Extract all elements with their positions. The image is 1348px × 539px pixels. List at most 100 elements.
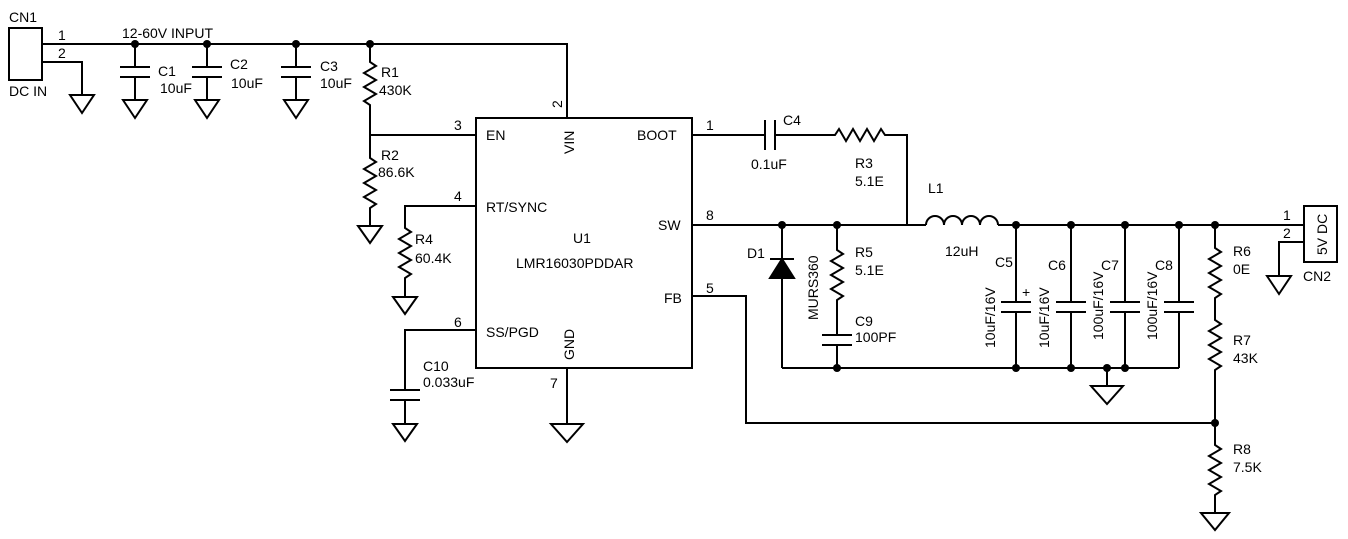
pin-ss-name: SS/PGD [486,324,539,340]
r7-ref: R7 [1233,332,1251,348]
ground-symbol [548,423,586,444]
c6-value: 10uF/16V [1036,287,1052,348]
capacitor-c1: C1 10uF [120,44,192,120]
c2-value: 10uF [231,75,263,91]
cn2-pin2-wire [1278,241,1304,276]
feedback-divider: R6 0E R7 43K R8 7.5K [692,225,1262,532]
ground-symbol [391,296,419,316]
divider-symbol [1207,225,1223,513]
pin-boot-name: BOOT [637,127,677,143]
pin-en-num: 3 [454,117,462,133]
cn1-body [8,27,43,81]
cn1-pin2-wire [42,61,83,95]
r8-ref: R8 [1233,441,1251,457]
connector-cn2: 5V DC 1 2 CN2 [1265,205,1338,296]
ground-symbol [68,94,96,115]
cn1-ref: CN1 [9,9,37,25]
pin-boot-num: 1 [706,117,714,133]
capacitor-c7-symbol [1110,225,1140,368]
vin-wire [42,43,568,118]
diode-d1: D1 MURS360 [747,225,821,368]
input-rail: 12-60V INPUT [42,25,568,118]
pin-fb-num: 5 [706,280,714,296]
r5-ref: R5 [855,244,873,260]
c8-ref: C8 [1155,257,1173,273]
c9-ref: C9 [855,313,873,329]
c3-value: 10uF [320,75,352,91]
pin-rt-name: RT/SYNC [486,199,547,215]
r5-value: 5.1E [855,262,884,278]
capacitor-c8-symbol [1164,225,1194,368]
boot-network: C4 0.1uF R3 5.1E [692,112,908,225]
ic-u1: EN 3 RT/SYNC 4 SS/PGD 6 BOOT 1 SW 8 FB 5… [454,100,714,444]
connector-cn1: CN1 DC IN 1 2 [8,9,96,115]
ground-symbol [1198,512,1232,532]
boot-wire [692,120,908,225]
r6-ref: R6 [1233,243,1251,259]
c5-polarity: + [1022,284,1030,300]
c5-ref: C5 [995,254,1013,270]
ground-symbol [391,423,419,443]
capacitor-c2: C2 10uF [192,44,263,120]
ground-rail-wire [782,367,1179,386]
resistor-r4: R4 60.4K [391,205,476,316]
l1-ref: L1 [928,180,944,196]
ic-body [475,117,693,369]
r2-value: 86.6K [378,164,415,180]
r7-value: 43K [1233,350,1259,366]
c1-ref: C1 [158,63,176,79]
capacitor-c5-symbol [1001,225,1031,368]
capacitor-symbol [192,44,222,100]
c6-ref: C6 [1048,257,1066,273]
diode-cathode-bar [770,225,794,260]
ic-ref: U1 [573,230,591,246]
fb-wire [692,295,1215,424]
pin-gnd-name: GND [561,329,577,360]
capacitor-symbol [390,329,476,424]
ground-symbol [1088,385,1126,406]
ic-part-number: LMR16030PDDAR [516,255,634,271]
r3-value: 5.1E [855,173,884,189]
junction-dot [1103,364,1111,372]
pin-gnd-num: 7 [550,375,558,391]
output-capacitors: + C5 10uF/16V C6 10uF/16V C7 100uF/16V C… [982,225,1194,368]
ground-rail [782,364,1179,406]
junction-dot [833,364,841,372]
r6-value: 0E [1233,261,1250,277]
l1-value: 12uH [945,243,978,259]
c3-ref: C3 [320,58,338,74]
diode-symbol [768,257,796,279]
pin-ss-num: 6 [454,314,462,330]
c8-value: 100uF/16V [1144,271,1160,340]
c7-ref: C7 [1101,257,1119,273]
ground-symbol [193,99,221,120]
r1-value: 430K [379,82,412,98]
r8-value: 7.5K [1233,459,1262,475]
c10-ref: C10 [423,358,449,374]
cn1-pin2: 2 [58,45,66,61]
pin-vin-num: 2 [549,100,565,108]
c4-value: 0.1uF [751,156,787,172]
pin-sw-name: SW [658,217,681,233]
capacitor-c6-symbol [1056,225,1086,368]
ground-symbol [282,99,310,120]
c10-value: 0.033uF [423,374,474,390]
cn2-pin1: 1 [1283,207,1291,223]
r4-ref: R4 [415,231,433,247]
resistor-r2: R2 86.6K [356,134,476,245]
capacitor-symbol [281,44,311,100]
c9-value: 100PF [855,329,896,345]
pin-sw-num: 8 [706,207,714,223]
junction-dot [1211,419,1219,427]
inductor-symbol [925,215,999,226]
pin-fb-name: FB [664,290,682,306]
r3-ref: R3 [855,155,873,171]
c7-value: 100uF/16V [1090,271,1106,340]
d1-ref: D1 [747,245,765,261]
ground-symbol [356,225,384,245]
junction-dot [1121,364,1129,372]
resistor-symbol [362,135,378,226]
resistor-r1: R1 430K [362,44,412,135]
r2-ref: R2 [381,147,399,163]
